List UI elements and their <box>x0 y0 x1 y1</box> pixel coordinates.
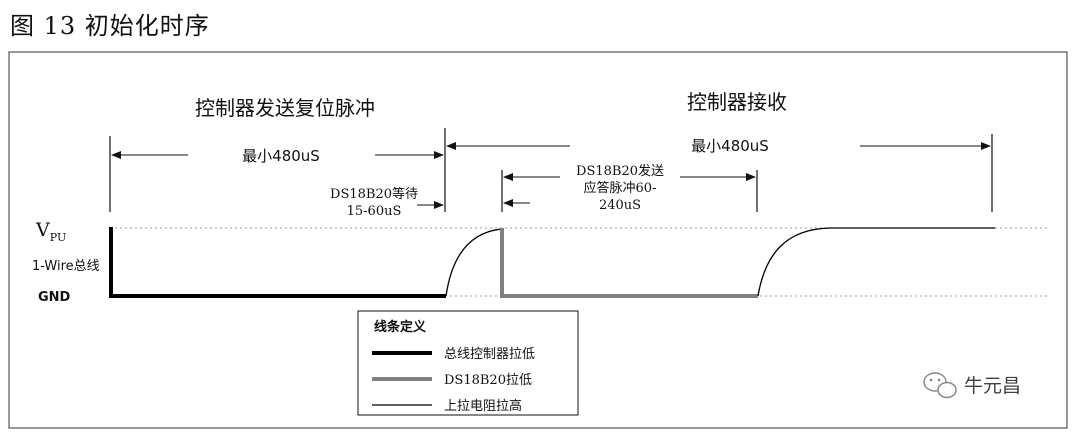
waveform-pullup-rise-1 <box>445 228 503 297</box>
legend: 线条定义 总线控制器拉低 DS18B20拉低 上拉电阻拉高 <box>357 310 579 416</box>
legend-label-pullup: 上拉电阻拉高 <box>444 398 522 414</box>
response-label-line1: DS18B20发送 <box>576 163 664 179</box>
gnd-label: GND <box>38 290 71 305</box>
legend-label-controller: 总线控制器拉低 <box>444 347 535 362</box>
legend-title: 线条定义 <box>374 319 427 335</box>
waveform-pullup-rise-2 <box>757 227 995 297</box>
reset-min-label: 最小480uS <box>242 147 320 165</box>
response-label-line3: 240uS <box>599 198 641 213</box>
diagram-frame <box>8 51 1068 429</box>
response-label-line2: 应答脉冲60- <box>584 180 657 196</box>
wait-label-line2: 15-60uS <box>347 204 402 219</box>
receive-section-title: 控制器接收 <box>687 90 787 114</box>
legend-box <box>357 310 579 416</box>
reset-section-title: 控制器发送复位脉冲 <box>195 96 375 120</box>
watermark: 牛元昌 <box>923 372 1021 399</box>
waveform-ds18b20-low <box>500 228 758 298</box>
legend-label-ds18b20: DS18B20拉低 <box>444 373 532 388</box>
figure-title: 图 13 初始化时序 <box>10 12 210 40</box>
bus-label: 1-Wire总线 <box>32 259 100 274</box>
vpu-label: VPU <box>35 219 66 244</box>
waveform-controller-low <box>109 227 446 298</box>
wait-label-line1: DS18B20等待 <box>330 186 418 202</box>
watermark-text: 牛元昌 <box>964 375 1021 397</box>
wechat-icon <box>923 372 957 399</box>
receive-min-label: 最小480uS <box>691 137 769 155</box>
